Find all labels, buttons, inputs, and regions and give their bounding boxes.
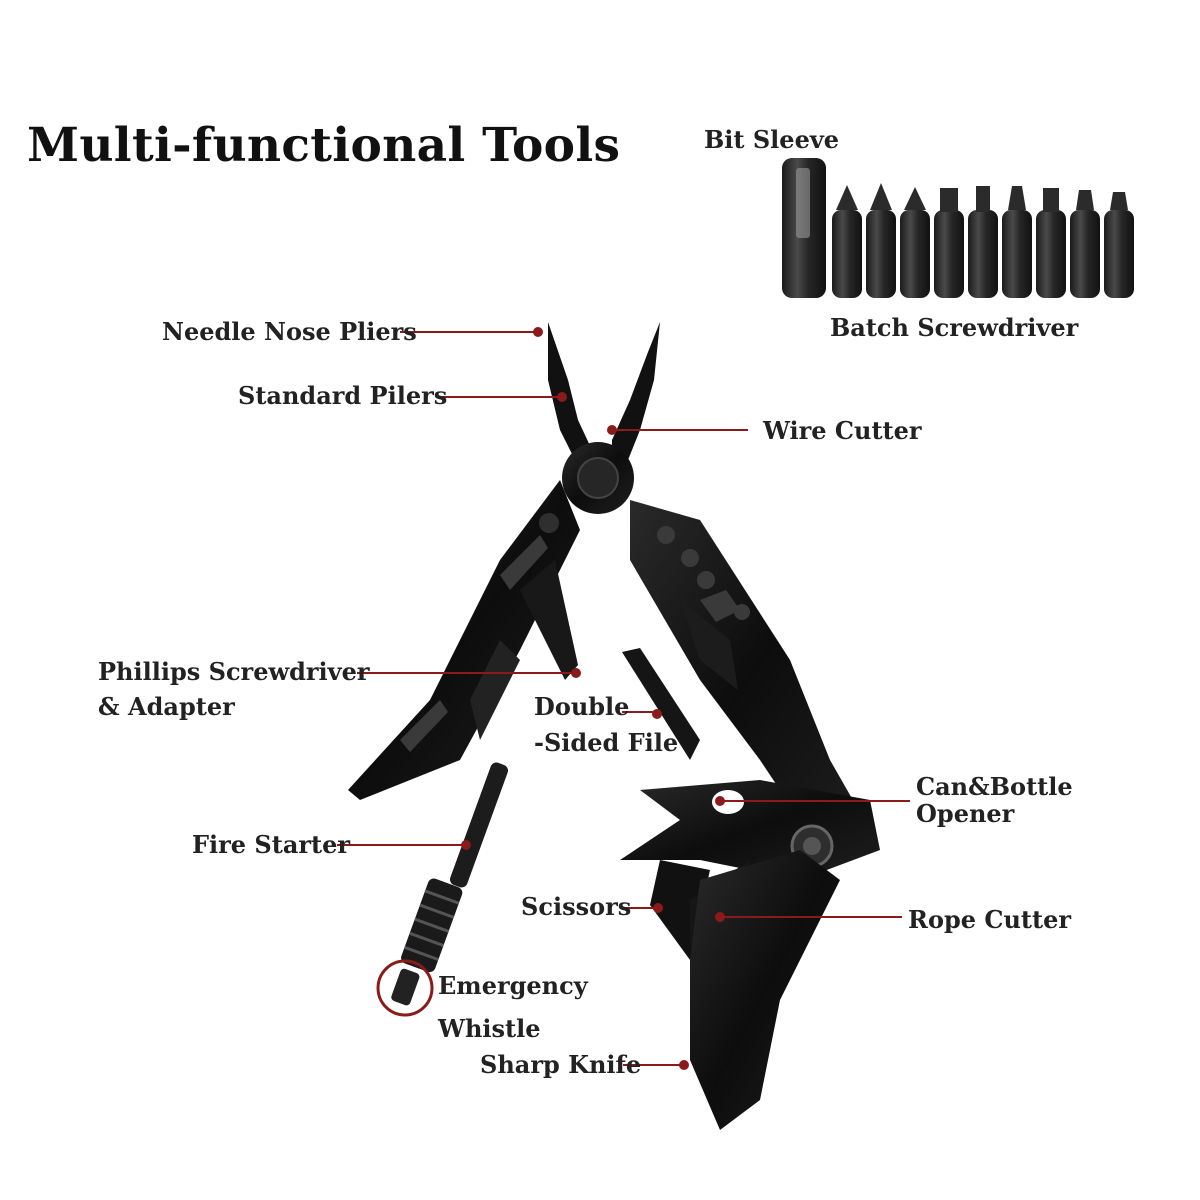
screwdriver-bit (832, 185, 862, 298)
screwdriver-bit (1070, 190, 1100, 298)
label-phillips-screwdriver: Phillips Screwdriver (98, 657, 370, 686)
file-tool (622, 648, 700, 760)
fire-starter (401, 762, 508, 973)
screwdriver-bit (934, 188, 964, 298)
label-double-file-2: -Sided File (534, 728, 679, 757)
label-batch-screwdriver: Batch Screwdriver (830, 313, 1079, 342)
bit-set (782, 158, 1134, 298)
label-scissors: Scissors (521, 892, 632, 921)
label-double-file-1: Double (534, 692, 630, 721)
label-sharp-knife: Sharp Knife (480, 1050, 642, 1079)
bit-sleeve (782, 158, 826, 298)
knife-blade (690, 850, 840, 1130)
label-phillips-adapter: & Adapter (98, 692, 235, 721)
label-rope-cutter: Rope Cutter (908, 905, 1071, 934)
screwdriver-bit (968, 186, 998, 298)
label-standard-pliers: Standard Pilers (238, 381, 448, 410)
label-wire-cutter: Wire Cutter (763, 416, 922, 445)
right-handle (630, 500, 870, 850)
screwdriver-bit (1036, 188, 1066, 298)
label-opener-1: Can&Bottle (916, 772, 1073, 801)
label-whistle-1: Emergency (438, 971, 588, 1000)
screwdriver-bit (1002, 186, 1032, 298)
label-fire-starter: Fire Starter (192, 830, 351, 859)
screwdriver-bit (900, 187, 930, 298)
pliers-jaws (548, 322, 660, 514)
leader-lines (337, 327, 910, 1070)
label-needle-nose-pliers: Needle Nose Pliers (162, 317, 417, 346)
label-opener-2: Opener (916, 799, 1015, 828)
screwdriver-bit (866, 183, 896, 298)
whistle-highlight (376, 959, 434, 1017)
screwdriver-bit (1104, 192, 1134, 298)
label-bit-sleeve: Bit Sleeve (704, 125, 840, 154)
left-handle (348, 480, 580, 800)
label-whistle-2: Whistle (438, 1014, 541, 1043)
page-title: Multi-functional Tools (27, 118, 621, 173)
